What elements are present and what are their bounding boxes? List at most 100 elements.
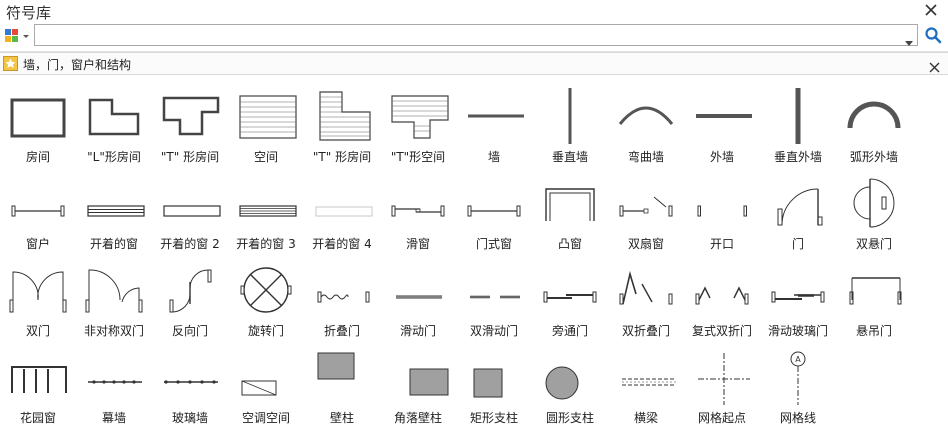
- shape-arc-exterior-wall[interactable]: 弧形外墙: [836, 80, 912, 167]
- shape-hanging-door[interactable]: 悬吊门: [836, 254, 912, 341]
- sliding-glass-door-icon: [771, 291, 825, 303]
- shape-sliding-window[interactable]: 滑窗: [380, 167, 456, 254]
- double-bifold-door-icon: [695, 286, 749, 305]
- shape-label: 垂直外墙: [773, 150, 822, 164]
- t-room-icon: [162, 96, 220, 136]
- shape-sliding-door[interactable]: 滑动门: [380, 254, 456, 341]
- shape-label: 圆形支柱: [545, 411, 594, 425]
- shape-folding-door[interactable]: 折叠门: [304, 254, 380, 341]
- shape-label: 幕墙: [101, 411, 126, 425]
- open-window-icon: [87, 205, 145, 217]
- shape-corner-pilaster[interactable]: 角落壁柱: [380, 341, 456, 428]
- close-icon[interactable]: [929, 58, 940, 73]
- shape-round-column[interactable]: 圆形支柱: [532, 341, 608, 428]
- shape-room[interactable]: 房间: [0, 80, 76, 167]
- shape-grid-line[interactable]: A 网格线: [760, 341, 836, 428]
- ac-space-icon: [241, 380, 277, 396]
- shape-label: "L"形房间: [87, 150, 141, 164]
- shape-ac-space[interactable]: 空调空间: [228, 341, 304, 428]
- double-hung-door-icon: [853, 178, 895, 228]
- shape-grid-origin[interactable]: 网格起点: [684, 341, 760, 428]
- shape-t-room[interactable]: "T" 形房间: [152, 80, 228, 167]
- shape-t-space[interactable]: "T" 形房间: [304, 80, 380, 167]
- space-icon: [239, 95, 297, 139]
- shape-bay-window[interactable]: 凸窗: [532, 167, 608, 254]
- divider: [0, 51, 948, 52]
- shape-label: 开着的窗 3: [236, 237, 296, 251]
- shape-open-window-2[interactable]: 开着的窗 2: [152, 167, 228, 254]
- shape-beam[interactable]: 横梁: [608, 341, 684, 428]
- shape-double-sliding-door[interactable]: 双滑动门: [456, 254, 532, 341]
- shape-l-room[interactable]: "L"形房间: [76, 80, 152, 167]
- folding-door-icon: [317, 291, 370, 303]
- search-icon[interactable]: [924, 26, 942, 44]
- beam-icon: [622, 378, 676, 386]
- shape-curtain-wall[interactable]: 幕墙: [76, 341, 152, 428]
- shape-vertical-exterior-wall[interactable]: 垂直外墙: [760, 80, 836, 167]
- close-icon[interactable]: [922, 1, 940, 19]
- shape-pilaster[interactable]: 壁柱: [304, 341, 380, 428]
- shape-label: 门式窗: [475, 237, 512, 251]
- round-column-icon: [545, 366, 579, 400]
- library-menu-button[interactable]: [3, 26, 33, 46]
- search-input[interactable]: [38, 26, 898, 44]
- shape-label: 滑动玻璃门: [767, 324, 828, 338]
- shape-label: 旋转门: [247, 324, 284, 338]
- shape-double-bifold-door[interactable]: 复式双折门: [684, 254, 760, 341]
- shape-door[interactable]: 门: [760, 167, 836, 254]
- shape-label: 弯曲墙: [627, 150, 664, 164]
- shape-window[interactable]: 窗户: [0, 167, 76, 254]
- shape-label: 非对称双门: [83, 324, 144, 338]
- stencil-header[interactable]: 墙，门，窗户和结构: [0, 52, 948, 75]
- l-room-icon: [88, 98, 140, 136]
- shape-label: 反向门: [171, 324, 208, 338]
- shape-space[interactable]: 空间: [228, 80, 304, 167]
- shape-open-window-4[interactable]: 开着的窗 4: [304, 167, 380, 254]
- bay-window-icon: [545, 188, 595, 221]
- arc-exterior-wall-icon: [847, 101, 901, 129]
- shape-bifold-door[interactable]: 双折叠门: [608, 254, 684, 341]
- shape-exterior-wall[interactable]: 外墙: [684, 80, 760, 167]
- shape-label: 网格线: [779, 411, 816, 425]
- chevron-down-icon[interactable]: [905, 32, 913, 46]
- shape-revolving-door[interactable]: 旋转门: [228, 254, 304, 341]
- shape-label: 滑窗: [405, 237, 430, 251]
- shape-label: "T" 形房间: [160, 150, 220, 164]
- shape-label: 开着的窗: [89, 237, 138, 251]
- shape-label: 玻璃墙: [171, 411, 208, 425]
- double-sliding-door-icon: [470, 295, 520, 299]
- bifold-door-icon: [619, 270, 673, 305]
- shape-double-door[interactable]: 双门: [0, 254, 76, 341]
- grid-origin-icon: [698, 353, 750, 405]
- shape-label: 折叠门: [323, 324, 360, 338]
- shape-double-hung-door[interactable]: 双悬门: [836, 167, 912, 254]
- shape-door-window[interactable]: 门式窗: [456, 167, 532, 254]
- vertical-wall-icon: [568, 88, 572, 144]
- open-window-4-icon: [315, 206, 373, 217]
- shape-bypass-door[interactable]: 旁通门: [532, 254, 608, 341]
- shape-label: 开着的窗 4: [312, 237, 372, 251]
- grid-axis-label: A: [795, 355, 801, 364]
- shape-open-window[interactable]: 开着的窗: [76, 167, 152, 254]
- rect-column-icon: [473, 368, 503, 398]
- shape-asymmetric-double-door[interactable]: 非对称双门: [76, 254, 152, 341]
- shape-vertical-wall[interactable]: 垂直墙: [532, 80, 608, 167]
- shape-label: 弧形外墙: [849, 150, 898, 164]
- shape-sliding-glass-door[interactable]: 滑动玻璃门: [760, 254, 836, 341]
- shape-rect-column[interactable]: 矩形支柱: [456, 341, 532, 428]
- shape-double-casement-window[interactable]: 双扇窗: [608, 167, 684, 254]
- shape-open-window-3[interactable]: 开着的窗 3: [228, 167, 304, 254]
- shape-t-space-2[interactable]: "T"形空间: [380, 80, 456, 167]
- room-icon: [10, 98, 66, 138]
- shape-reverse-door[interactable]: 反向门: [152, 254, 228, 341]
- shape-label: 旁通门: [551, 324, 588, 338]
- shape-opening[interactable]: 开口: [684, 167, 760, 254]
- shape-label: 双悬门: [855, 237, 892, 251]
- search-field[interactable]: [34, 24, 918, 46]
- shape-wall[interactable]: 墙: [456, 80, 532, 167]
- hanging-door-icon: [849, 277, 902, 305]
- shape-garden-window[interactable]: 花园窗: [0, 341, 76, 428]
- shape-label: 双门: [25, 324, 50, 338]
- shape-curved-wall[interactable]: 弯曲墙: [608, 80, 684, 167]
- shape-glass-wall[interactable]: 玻璃墙: [152, 341, 228, 428]
